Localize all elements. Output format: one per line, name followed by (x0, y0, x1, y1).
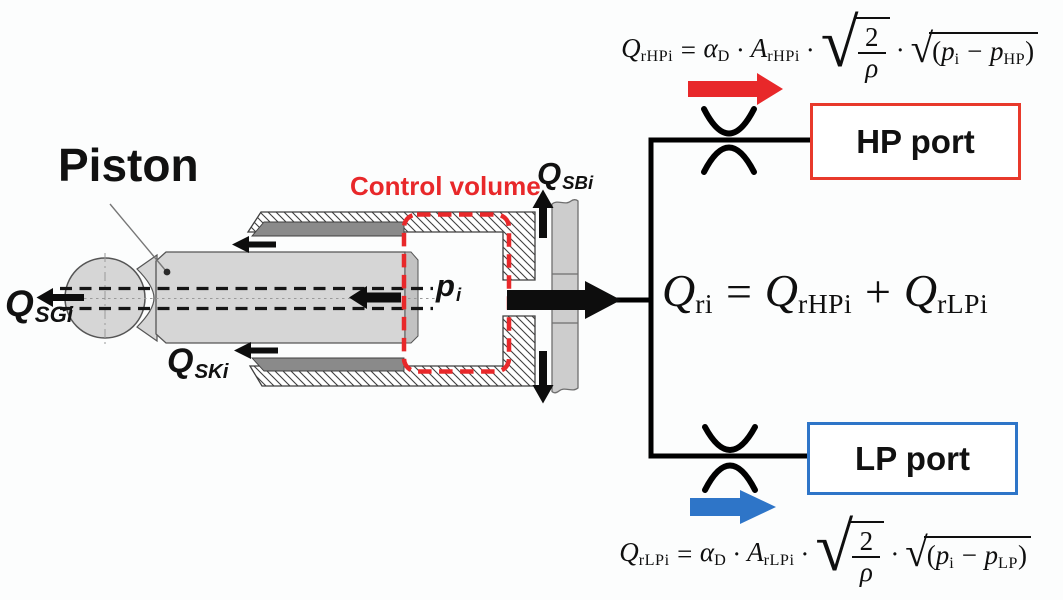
piston-label: Piston (58, 139, 199, 191)
radical-sign: √ (910, 24, 934, 71)
gap-flow-arrow-top-icon (232, 236, 276, 253)
orifice-symbols (701, 106, 758, 493)
sbi-flow-arrow-up-icon (532, 189, 554, 238)
label-q-sgi: QSGi (5, 283, 73, 328)
port-flow-arrow-icon (507, 281, 621, 319)
p-i-base: p (436, 268, 455, 303)
dot-operator: · (805, 34, 815, 65)
piston-leader-line (109, 203, 171, 276)
cylinder-barrel (246, 211, 536, 387)
dot-operator: · (800, 538, 810, 569)
eq-lp-lhs: QrLPi (619, 537, 670, 570)
equals-sign: = (680, 34, 696, 65)
flow-arrows (36, 189, 653, 404)
bushing-bottom (250, 357, 405, 372)
q-ski-sub: SKi (194, 360, 229, 383)
radical-sign: √ (820, 5, 859, 81)
p-i-sub: i (455, 284, 462, 306)
sbi-flow-arrow-down-icon (532, 351, 554, 404)
eq-sum-lhs: Qri (662, 265, 714, 319)
hp-orifice-icon (701, 144, 757, 175)
label-q-ski: QSKi (167, 342, 228, 384)
radical-sign: √ (815, 509, 854, 585)
sgi-flow-arrow-icon (36, 288, 84, 307)
eq-hp-lhs: QrHPi (621, 33, 674, 66)
equation-sum-flow: Qri = QrHPi + QrLPi (662, 264, 988, 320)
piston-body (54, 251, 438, 345)
eq-hp-area: ArHPi (750, 33, 800, 66)
label-q-sbi: QSBi (537, 156, 593, 194)
q-sbi-base: Q (537, 156, 562, 191)
label-p-i: pi (436, 268, 461, 306)
eq-sum-term2: QrLPi (903, 265, 989, 319)
eq-hp-coeff: αD (703, 33, 730, 66)
q-sgi-base: Q (5, 283, 34, 324)
port-branch-lines (648, 137, 812, 459)
lp-flow-arrow-icon (690, 490, 776, 524)
control-volume-label: Control volume (350, 171, 541, 201)
eq-sum-term1: QrHPi (764, 265, 853, 319)
gap-flow-arrow-bottom-icon (234, 342, 278, 359)
dot-operator: · (735, 34, 745, 65)
q-sbi-sub: SBi (562, 172, 594, 194)
plus-sign: + (865, 266, 891, 318)
q-sgi-sub: SGi (34, 302, 74, 328)
eq-lp-area: ArLPi (747, 537, 795, 570)
bushing-top (251, 221, 405, 237)
equals-sign: = (677, 538, 693, 569)
dot-operator: · (732, 538, 742, 569)
equals-sign: = (725, 266, 752, 318)
piston-neck (136, 253, 158, 343)
lp-orifice-icon (702, 462, 758, 493)
hp-orifice-icon (701, 106, 757, 137)
dot-operator: · (890, 538, 900, 569)
lp-port-box: LP port (807, 422, 1018, 495)
lp-port-label: LP port (855, 439, 970, 477)
piston-crown (404, 251, 419, 344)
dot-operator: · (895, 34, 905, 65)
q-ski-base: Q (167, 342, 194, 380)
hp-flow-arrow-icon (688, 73, 783, 105)
eq-lp-coeff: αD (699, 537, 727, 570)
hp-port-label: HP port (856, 122, 975, 160)
lp-orifice-icon (702, 424, 758, 453)
bore-flow-arrow-icon (349, 286, 401, 309)
hp-port-box: HP port (810, 103, 1021, 180)
radical-sign: √ (905, 528, 928, 575)
sqrt-pressure-diff-hp: √ (pi−pHP) (910, 24, 1038, 71)
sqrt-pressure-diff-lp: √ (pi−pLP) (905, 528, 1031, 575)
